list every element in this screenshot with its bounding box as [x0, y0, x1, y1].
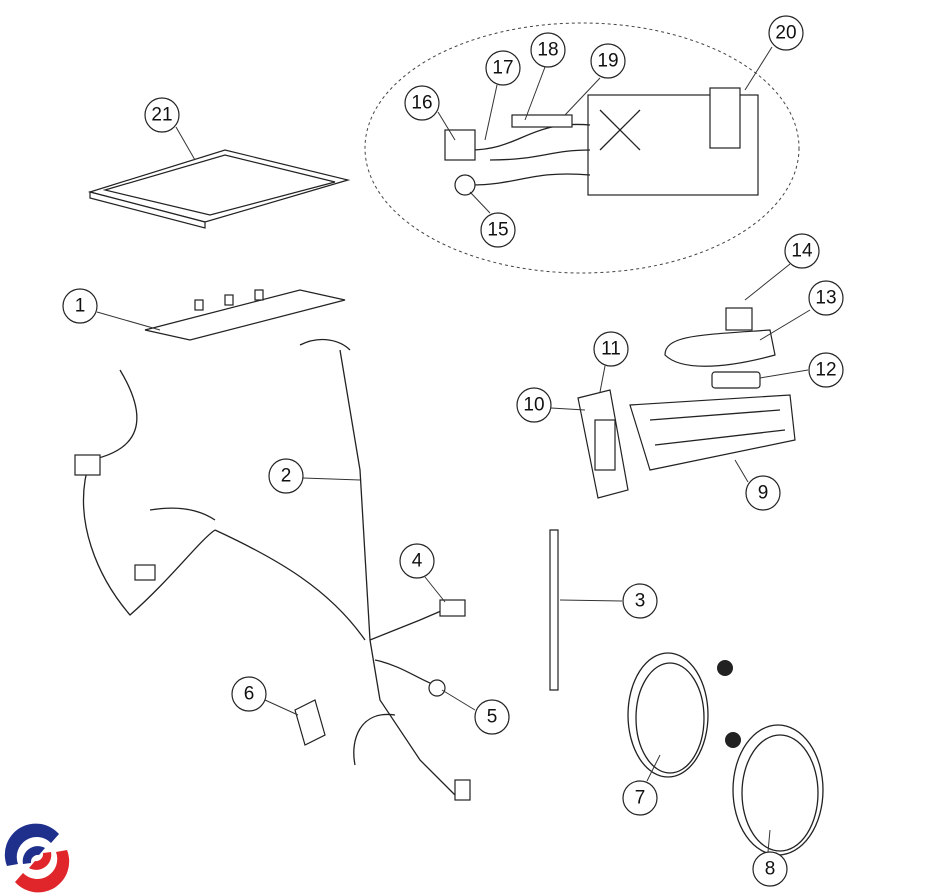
- callout-17[interactable]: 17: [485, 50, 521, 86]
- part-10-11-front-panel: [577, 389, 629, 499]
- callout-label: 6: [244, 684, 255, 705]
- callout-label: 13: [815, 288, 836, 309]
- callout-8[interactable]: 8: [752, 851, 788, 887]
- callout-18[interactable]: 18: [530, 32, 566, 68]
- part-21-top-panel: [87, 149, 351, 229]
- callout-label: 17: [492, 58, 513, 79]
- callout-label: 16: [411, 93, 432, 114]
- callout-10[interactable]: 10: [516, 387, 552, 423]
- callout-label: 4: [412, 551, 423, 572]
- callout-label: 21: [151, 105, 172, 126]
- callout-label: 11: [601, 339, 621, 360]
- callout-3[interactable]: 3: [622, 583, 658, 619]
- callout-label: 20: [775, 23, 796, 44]
- part-6-switch: [294, 699, 326, 746]
- part-3-rail: [549, 529, 559, 691]
- callout-1[interactable]: 1: [62, 288, 98, 324]
- callout-6[interactable]: 6: [231, 676, 267, 712]
- part-12-lever: [711, 371, 761, 389]
- callout-12[interactable]: 12: [808, 352, 844, 388]
- callout-label: 9: [758, 483, 769, 504]
- callout-13[interactable]: 13: [808, 280, 844, 316]
- callout-2[interactable]: 2: [268, 458, 304, 494]
- callout-7[interactable]: 7: [622, 780, 658, 816]
- callout-14[interactable]: 14: [784, 233, 820, 269]
- callout-label: 8: [765, 859, 776, 880]
- callout-label: 10: [523, 395, 544, 416]
- brand-logo: [4, 823, 70, 893]
- callout-label: 15: [487, 220, 508, 241]
- callout-9[interactable]: 9: [745, 475, 781, 511]
- part-8-inlet-hose: [725, 724, 824, 856]
- part-13-drawer: [664, 329, 776, 367]
- callout-label: 12: [815, 360, 836, 381]
- callout-19[interactable]: 19: [590, 43, 626, 79]
- callout-label: 1: [75, 296, 86, 317]
- part-5-thermistor: [428, 679, 446, 697]
- callout-label: 7: [635, 788, 646, 809]
- part-20-valve-assembly: [444, 87, 759, 196]
- callout-label: 5: [487, 707, 498, 728]
- part-9-dispenser-housing: [629, 394, 796, 471]
- callout-label: 3: [635, 591, 646, 612]
- callout-16[interactable]: 16: [404, 85, 440, 121]
- assembly-group-outline: [364, 22, 800, 274]
- callout-label: 2: [281, 466, 292, 487]
- part-14-cap: [725, 307, 753, 331]
- part-7-inlet-hose: [627, 652, 733, 778]
- callout-label: 14: [791, 241, 813, 262]
- callout-21[interactable]: 21: [144, 97, 180, 133]
- part-2-wire-harness: [74, 338, 471, 801]
- callout-11[interactable]: 11: [593, 331, 629, 367]
- callout-4[interactable]: 4: [399, 543, 435, 579]
- callout-15[interactable]: 15: [480, 212, 516, 248]
- part-1-control-bracket: [144, 289, 346, 341]
- part-4-sensor: [439, 599, 466, 617]
- leader-lines: [96, 46, 811, 853]
- callout-20[interactable]: 20: [768, 15, 804, 51]
- callout-label: 18: [537, 40, 558, 61]
- callout-5[interactable]: 5: [474, 699, 510, 735]
- callout-label: 19: [597, 51, 618, 72]
